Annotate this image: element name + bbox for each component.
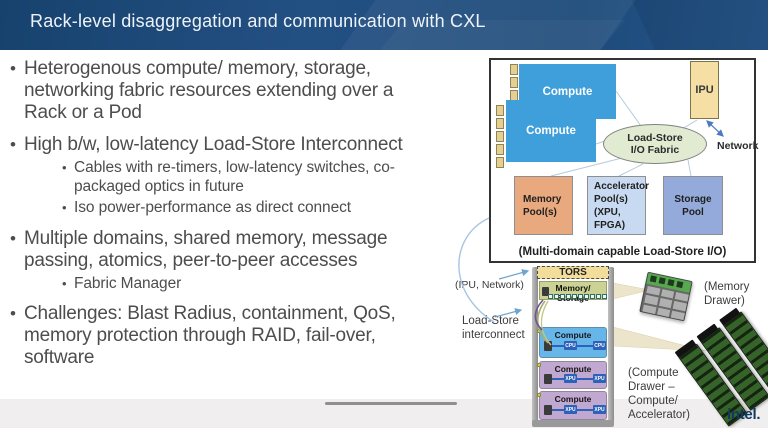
bullet-list: Heterogenous compute/ memory, storage, n… xyxy=(8,58,440,379)
storage-pool-label: Storage Pool xyxy=(674,193,712,218)
sub-bullet-iso-power: Iso power-performance as direct connect xyxy=(60,199,440,218)
fabric-label: Load-Store I/O Fabric xyxy=(627,131,683,157)
mem-module-icon xyxy=(496,105,504,116)
mem-module-icon xyxy=(510,77,518,88)
intel-logo: intel. xyxy=(727,406,761,423)
bullet-high-bw: High b/w, low-latency Load-Store Interco… xyxy=(8,134,440,218)
bullet-multiple-domains-text: Multiple domains, shared memory, message… xyxy=(24,227,388,271)
nic-chip-icon xyxy=(542,287,549,296)
rack-rail xyxy=(532,267,538,425)
rack-base xyxy=(532,420,614,427)
mem-module-icon xyxy=(496,118,504,129)
diagram-caption: (Multi-domain capable Load-Store I/O) xyxy=(518,246,727,258)
nic-chip-icon xyxy=(544,341,552,351)
header-pattern xyxy=(627,0,768,50)
compute-drawer-photo xyxy=(678,311,768,427)
sub-bullet-cables: Cables with re-timers, low-latency switc… xyxy=(60,159,440,196)
memory-storage-label: Memory/ Storage xyxy=(555,283,591,303)
storage-pool-box: Storage Pool xyxy=(663,176,723,235)
ipu-network-annotation: (IPU, Network) xyxy=(455,279,524,291)
mem-module-icon xyxy=(496,144,504,155)
load-store-fabric-ellipse: Load-Store I/O Fabric xyxy=(603,124,707,164)
rack-compute-row-accel: Compute XPU XPU xyxy=(537,361,607,389)
memory-module-row xyxy=(548,294,607,299)
tors-box: TORS xyxy=(537,266,609,279)
rack-row-label: Compute xyxy=(554,330,592,340)
sub-bullet-fabric-manager: Fabric Manager xyxy=(60,275,440,294)
compute-node-box: Compute xyxy=(506,100,596,162)
cpu-chip: CPU xyxy=(593,341,606,350)
ipu-box: IPU xyxy=(690,61,719,119)
bullet-challenges: Challenges: Blast Radius, containment, Q… xyxy=(8,303,440,369)
server-rack: TORS Memory/ Storage Compute CPU CPU Com… xyxy=(530,263,616,428)
network-label: Network xyxy=(717,140,759,152)
rack-compute-row-cpu: Compute CPU CPU xyxy=(537,327,607,358)
memory-storage-shelf: Memory/ Storage xyxy=(539,281,607,303)
rack-row-label: Compute xyxy=(554,394,592,404)
accelerator-pool-label: Accelerator Pool(s) (XPU, FPGA) xyxy=(594,180,650,231)
nic-chip-icon xyxy=(544,374,552,384)
xpu-chip: XPU xyxy=(564,405,577,414)
memory-pool-box: Memory Pool(s) xyxy=(514,176,573,235)
xpu-chip: XPU xyxy=(593,405,606,414)
xpu-chip: XPU xyxy=(564,374,577,383)
memory-pool-label: Memory Pool(s) xyxy=(523,193,562,218)
mem-module-icon xyxy=(496,131,504,142)
mem-module-icon xyxy=(496,157,504,168)
rack-row-label: Compute xyxy=(554,364,592,374)
slide-title: Rack-level disaggregation and communicat… xyxy=(30,11,486,31)
rack-compute-row-accel: Compute XPU XPU xyxy=(537,391,607,420)
ipu-label: IPU xyxy=(695,84,714,96)
video-progress-bar[interactable] xyxy=(325,402,457,405)
nic-chip-icon xyxy=(544,405,552,415)
tors-label: TORS xyxy=(559,267,587,278)
rack-rail xyxy=(608,267,614,425)
mem-module-icon xyxy=(510,64,518,75)
bullet-high-bw-text: High b/w, low-latency Load-Store Interco… xyxy=(24,134,403,155)
cable-port-icon xyxy=(537,393,541,397)
xpu-chip: XPU xyxy=(593,374,606,383)
cable-port-icon xyxy=(537,363,541,367)
cxl-architecture-diagram: Compute Compute IPU Load-Store I/O Fabri… xyxy=(489,58,759,263)
ipu-network-pointer-arrow xyxy=(498,269,530,280)
bullet-heterogenous: Heterogenous compute/ memory, storage, n… xyxy=(8,58,440,124)
accelerator-pool-box: Accelerator Pool(s) (XPU, FPGA) xyxy=(587,176,650,235)
cpu-chip: CPU xyxy=(564,341,577,350)
load-store-interconnect-annotation: Load-Store interconnect xyxy=(462,315,525,341)
memory-drawer-photo xyxy=(639,271,693,322)
compute-drawer-annotation: (Compute Drawer – Compute/ Accelerator) xyxy=(628,367,690,421)
header-bar: Rack-level disaggregation and communicat… xyxy=(0,0,768,50)
ipu-network-arrow xyxy=(706,120,724,137)
compute-node-label: Compute xyxy=(526,125,576,137)
memory-drawer-annotation: (Memory Drawer) xyxy=(704,281,750,307)
bullet-multiple-domains: Multiple domains, shared memory, message… xyxy=(8,228,440,294)
compute-node-label: Compute xyxy=(542,85,593,98)
